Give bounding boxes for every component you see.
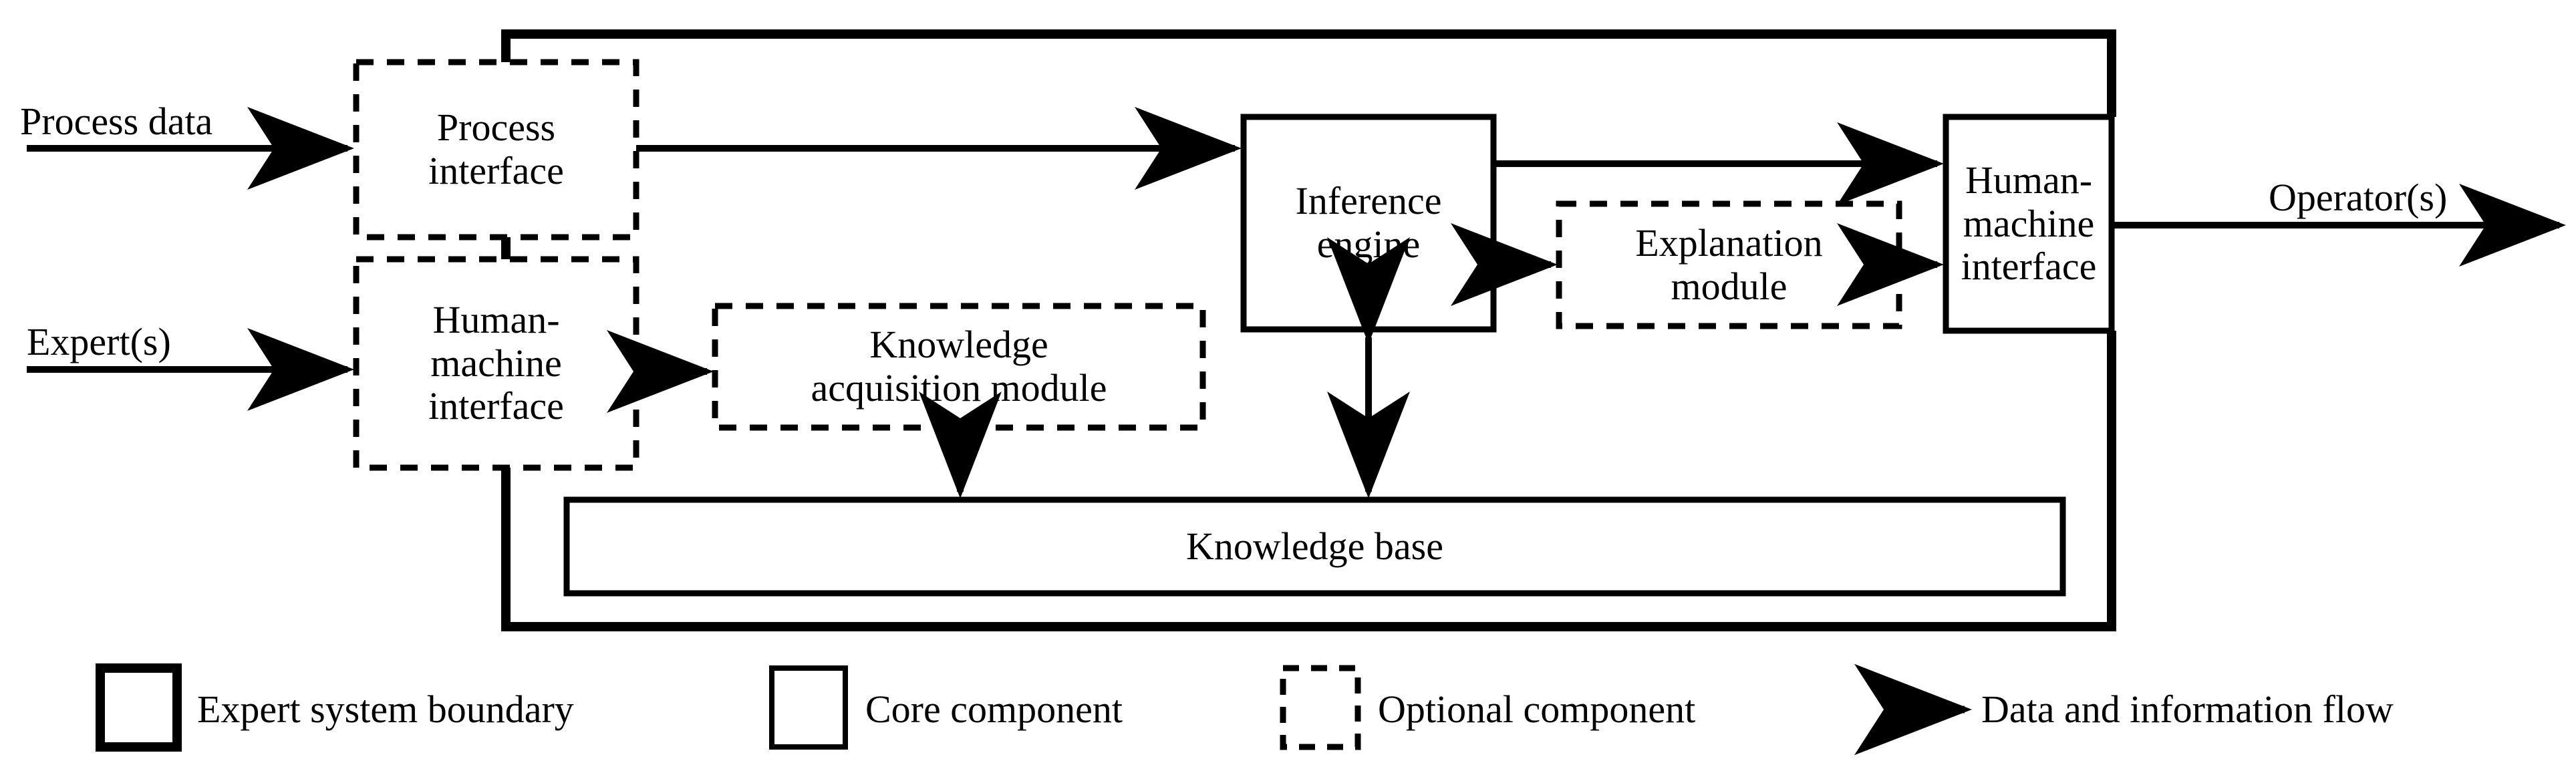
- process-data-label: Process data: [20, 100, 213, 143]
- node-knowledge-acquisition-module-box: [712, 303, 1206, 431]
- experts-label: Expert(s): [27, 320, 171, 363]
- node-process-interface-box: [353, 59, 639, 241]
- legend-label-core-component: Core component: [865, 687, 1123, 731]
- flow-arrows: [27, 107, 2566, 498]
- legend-swatch-thin-solid: [769, 665, 848, 750]
- legend-swatch-thick-solid: [96, 663, 182, 752]
- operators-label: Operator(s): [2269, 176, 2448, 219]
- legend-label-data-flow: Data and information flow: [1981, 687, 2394, 731]
- legend-label-optional-component: Optional component: [1378, 687, 1696, 731]
- node-human-machine-interface-right-box: [1943, 114, 2115, 334]
- node-inference-engine-box: [1240, 114, 1497, 333]
- node-knowledge-base-box: [563, 496, 2066, 597]
- node-explanation-module-box: [1556, 200, 1902, 329]
- legend-swatch-dashed: [1280, 665, 1361, 750]
- node-human-machine-interface-left-box: [353, 256, 639, 471]
- legend-label-expert-system-boundary: Expert system boundary: [197, 687, 574, 731]
